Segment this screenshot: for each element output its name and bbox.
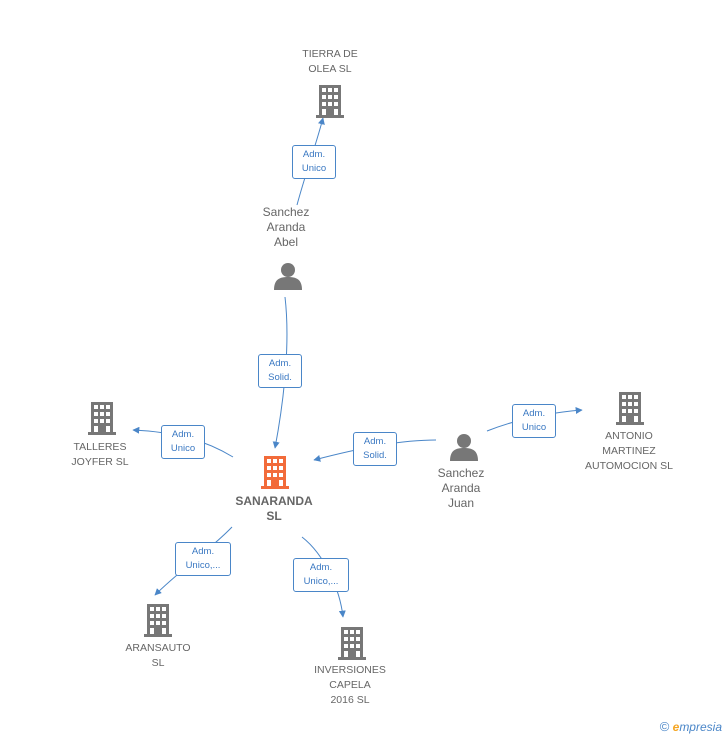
node-talleres-joyfer[interactable]: TALLERES JOYFER SL [71,441,129,468]
edge-label-sanaranda-inversiones[interactable]: Adm. Unico,... [293,558,349,592]
node-sanaranda[interactable]: SANARANDA SL [235,494,313,523]
node-sanchez-aranda-juan[interactable]: Sanchez Aranda Juan [437,466,485,510]
node-antonio-martinez-automocion[interactable]: ANTONIO MARTINEZ AUTOMOCION SL [585,430,673,472]
edge-label-juan-sanaranda[interactable]: Adm. Solid. [353,432,397,466]
edge-label-juan-antonio[interactable]: Adm. Unico [512,404,556,438]
brand-name: mpresia [679,720,722,734]
edge-label-sanaranda-talleres[interactable]: Adm. Unico [161,425,205,459]
edge-label-abel-sanaranda[interactable]: Adm. Solid. [258,354,302,388]
node-sanchez-aranda-abel[interactable]: Sanchez Aranda Abel [262,205,310,249]
copyright-icon: © [659,719,670,734]
node-tierra-de-olea[interactable]: TIERRA DE OLEA SL [302,48,358,75]
building-icon[interactable] [88,402,116,435]
brand-e: e [672,720,680,734]
building-icon[interactable] [338,627,366,660]
building-icon[interactable] [316,85,344,118]
empresia-logo[interactable]: © empresia [660,719,722,734]
edge-label-sanaranda-aransauto[interactable]: Adm. Unico,... [175,542,231,576]
node-inversiones-capela[interactable]: INVERSIONES CAPELA 2016 SL [314,664,386,706]
edge-label-abel-tierra[interactable]: Adm. Unico [292,145,336,179]
person-icon[interactable] [274,263,302,290]
building-icon[interactable] [616,392,644,425]
building-icon[interactable] [261,456,289,489]
node-aransauto[interactable]: ARANSAUTO SL [125,642,191,669]
person-icon[interactable] [450,434,478,461]
building-icon[interactable] [144,604,172,637]
